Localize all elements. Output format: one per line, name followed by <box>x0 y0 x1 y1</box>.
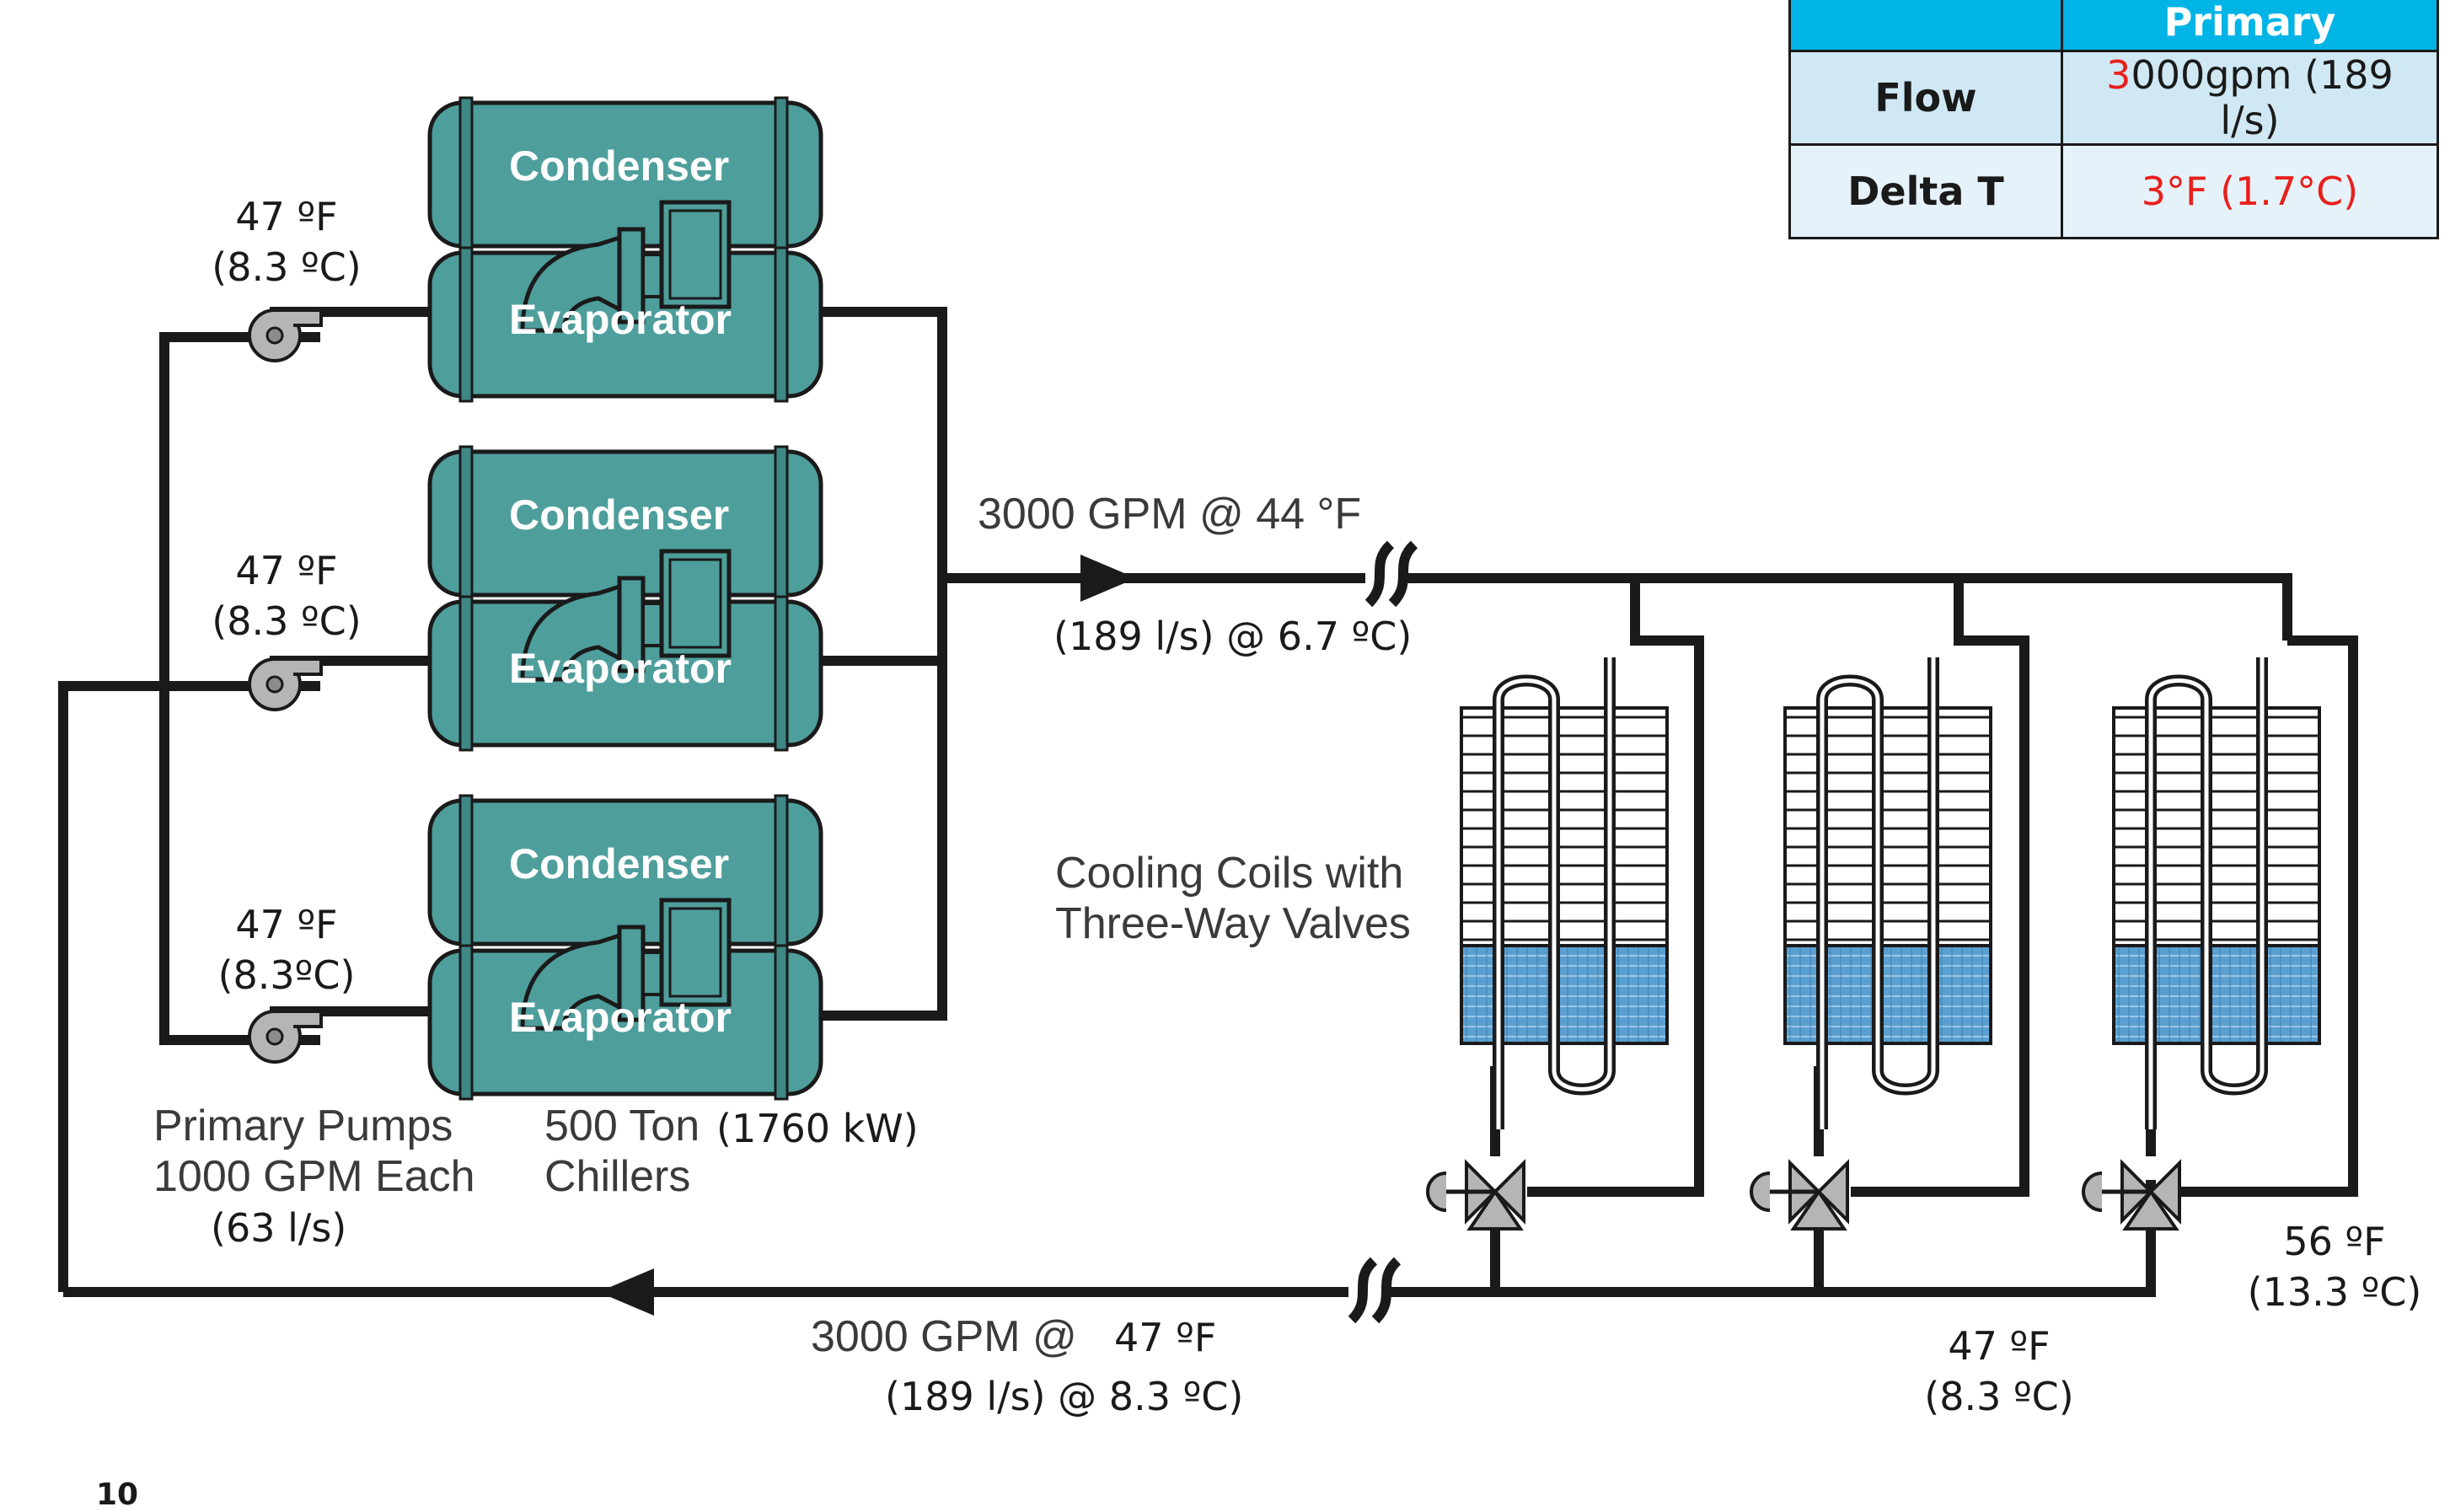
chiller-3-condenser-label: Condenser <box>509 840 730 887</box>
chiller-1-evaporator-label: Evaporator <box>509 296 732 343</box>
return-flow-arrow <box>598 1268 654 1316</box>
pipe-network <box>58 307 2358 1297</box>
return-flow-label: 3000 GPM @ <box>811 1312 1077 1361</box>
table-header-row: Primary <box>1788 0 2439 52</box>
coil-return-temp-f: 56 ºF <box>2283 1219 2386 1264</box>
three-way-valve-1 <box>1428 1163 1524 1229</box>
page-number: 10 <box>96 1477 139 1512</box>
table-row-flow: Flow 3000gpm (189 l/s) <box>1788 50 2439 146</box>
supply-flow-label: 3000 GPM @ 44 °F <box>978 490 1362 539</box>
chillers-caption-kw: (1760 kW) <box>716 1106 919 1151</box>
cooling-coil-1 <box>1461 657 1667 1129</box>
table-header-empty <box>1788 0 2063 52</box>
summary-table: Primary Flow 3000gpm (189 l/s) Delta T 3… <box>1788 0 2439 239</box>
pump-1-temp-c: (8.3 ºC) <box>212 244 362 290</box>
chiller-1-condenser-label: Condenser <box>509 142 730 190</box>
flow-highlight-digit: 3 <box>2106 52 2131 98</box>
chiller-3-evaporator-label: Evaporator <box>509 994 732 1041</box>
supply-flow-arrow <box>1080 555 1136 602</box>
return-pipe-break-symbol <box>1348 1257 1402 1324</box>
three-way-valve-2 <box>1751 1163 1847 1229</box>
pump-3-temp-c: (8.3ºC) <box>217 952 356 998</box>
table-value-flow: 3000gpm (189 l/s) <box>2061 50 2439 146</box>
coil-return-temp-c: (13.3 ºC) <box>2247 1269 2422 1315</box>
chillers-caption-line2: Chillers <box>544 1152 691 1201</box>
return-flow-si-label: (189 l/s) @ 8.3 ºC) <box>885 1374 1244 1419</box>
table-value-delta-t: 3°F (1.7°C) <box>2061 143 2439 239</box>
bypass-temp-c: (8.3 ºC) <box>1924 1374 2074 1419</box>
cooling-coil-2 <box>1785 657 1991 1129</box>
coils-caption-line2: Three-Way Valves <box>1055 899 1411 948</box>
table-row-delta-t: Delta T 3°F (1.7°C) <box>1788 143 2439 239</box>
pumps-caption-line1: Primary Pumps <box>153 1102 453 1150</box>
pumps-caption-line2: 1000 GPM Each <box>153 1152 475 1201</box>
supply-pipe-break-symbol <box>1364 540 1418 608</box>
table-key-flow: Flow <box>1788 50 2063 146</box>
flow-value-rest: 000gpm (189 l/s) <box>2131 52 2394 143</box>
bypass-temp-f: 47 ºF <box>1948 1323 2051 1369</box>
chillers-caption-line1: 500 Ton <box>544 1102 700 1150</box>
three-way-valve-3 <box>2083 1163 2179 1229</box>
pump-1-temp-f: 47 ºF <box>235 194 338 239</box>
pump-3-temp-f: 47 ºF <box>235 902 338 947</box>
table-header-primary: Primary <box>2061 0 2439 52</box>
supply-flow-si-label: (189 l/s) @ 6.7 ºC) <box>1053 614 1413 659</box>
pump-2-temp-f: 47 ºF <box>235 548 338 593</box>
chiller-2-evaporator-label: Evaporator <box>509 645 732 692</box>
pumps-caption-line3: (63 l/s) <box>211 1205 347 1251</box>
return-temp-label: 47 ºF <box>1114 1315 1217 1360</box>
table-key-delta-t: Delta T <box>1788 143 2063 239</box>
coils-caption-line1: Cooling Coils with <box>1055 849 1404 898</box>
pump-2-temp-c: (8.3 ºC) <box>212 598 362 644</box>
chiller-2-condenser-label: Condenser <box>509 491 730 539</box>
cooling-coil-3 <box>2114 657 2319 1129</box>
